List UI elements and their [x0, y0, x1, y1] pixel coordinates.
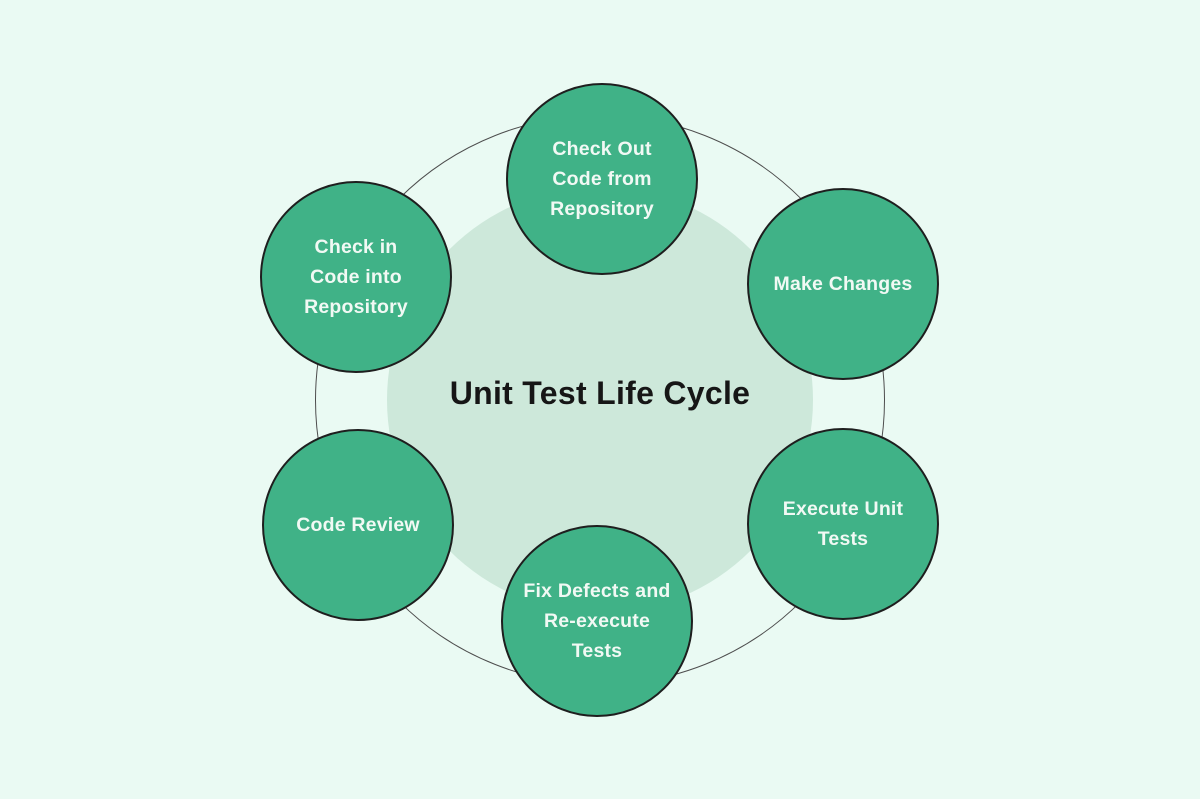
node-check-in-code: Check in Code into Repository — [260, 181, 452, 373]
node-fix-defects-and-re-execute-tests: Fix Defects and Re-execute Tests — [501, 525, 693, 717]
node-make-changes: Make Changes — [747, 188, 939, 380]
node-code-review: Code Review — [262, 429, 454, 621]
node-check-out-code: Check Out Code from Repository — [506, 83, 698, 275]
node-execute-unit-tests: Execute Unit Tests — [747, 428, 939, 620]
diagram-title: Unit Test Life Cycle — [449, 375, 751, 411]
